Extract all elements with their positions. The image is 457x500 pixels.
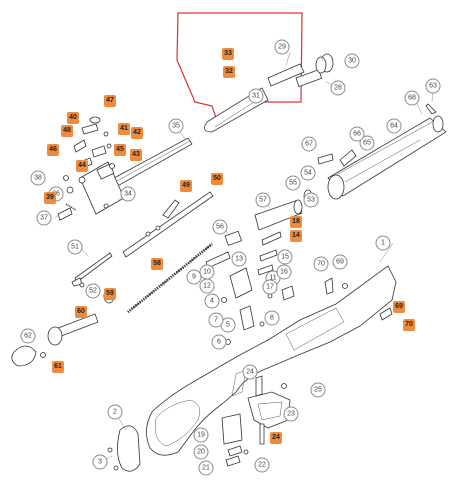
callout-69b: 69 [332, 254, 348, 270]
callout-62: 62 [20, 328, 36, 344]
callout-1: 1 [375, 235, 391, 251]
callout-42: 42 [131, 127, 143, 139]
callout-28: 28 [330, 80, 346, 96]
callout-39: 39 [44, 192, 56, 204]
callout-70b: 70 [313, 256, 329, 272]
callout-4: 4 [204, 293, 220, 309]
callout-60: 60 [75, 306, 87, 318]
callout-18: 18 [290, 216, 302, 228]
callout-64: 64 [386, 118, 402, 134]
callout-20: 20 [193, 444, 209, 460]
callout-44: 44 [76, 160, 88, 172]
callout-32: 32 [223, 66, 235, 78]
callout-6: 6 [211, 334, 227, 350]
callout-54: 54 [300, 165, 316, 181]
callout-43: 43 [130, 149, 142, 161]
callout-61: 61 [52, 361, 64, 373]
callout-3: 3 [92, 454, 108, 470]
callout-8: 8 [264, 310, 280, 326]
callout-2: 2 [107, 404, 123, 420]
main-spring [127, 242, 213, 314]
callout-68: 68 [404, 90, 420, 106]
callout-35: 35 [168, 118, 184, 134]
callout-33: 33 [222, 48, 234, 60]
callout-23: 23 [283, 406, 299, 422]
callout-24: 24 [270, 432, 282, 444]
callout-24b: 24 [242, 364, 258, 380]
callout-12: 12 [199, 278, 215, 294]
callout-55: 55 [285, 175, 301, 191]
butt-pad [107, 425, 141, 472]
trigger-assembly [57, 116, 125, 221]
callout-19: 19 [193, 427, 209, 443]
callout-48: 48 [61, 125, 73, 137]
callout-46: 46 [47, 144, 59, 156]
callout-10: 10 [199, 264, 215, 280]
callout-53: 53 [303, 192, 319, 208]
callout-57: 57 [255, 192, 271, 208]
callout-30: 30 [344, 53, 360, 69]
spring-guide [71, 252, 113, 287]
callout-49: 49 [180, 180, 192, 192]
callout-65: 65 [359, 135, 375, 151]
callout-15: 15 [277, 249, 293, 265]
cocking-lever [122, 191, 214, 258]
callout-31: 31 [248, 88, 264, 104]
callout-13: 13 [231, 251, 247, 267]
callout-34: 34 [120, 186, 136, 202]
callout-37: 37 [36, 210, 52, 226]
callout-41: 41 [118, 123, 130, 135]
callout-50: 50 [211, 173, 223, 185]
callout-45: 45 [114, 144, 126, 156]
callout-66: 66 [349, 126, 365, 142]
callout-70: 70 [403, 319, 415, 331]
silencer-parts [267, 53, 334, 87]
callout-21: 21 [198, 460, 214, 476]
callout-52: 52 [85, 283, 101, 299]
callout-59: 59 [104, 288, 116, 300]
callout-14: 14 [290, 230, 302, 242]
callout-25: 25 [310, 382, 326, 398]
callout-16: 16 [276, 264, 292, 280]
callout-7: 7 [208, 312, 224, 328]
callout-22: 22 [254, 457, 270, 473]
callout-29: 29 [274, 39, 290, 55]
rear-plug [11, 313, 99, 367]
receiver-tube [327, 115, 447, 200]
trigger-mechanism [205, 231, 393, 345]
trigger-guard [247, 375, 291, 429]
callout-58: 58 [151, 258, 163, 270]
callout-47: 47 [104, 95, 116, 107]
callout-38: 38 [30, 170, 46, 186]
piston-sleeve [254, 199, 303, 231]
callout-63: 63 [425, 78, 441, 94]
callout-56: 56 [212, 219, 228, 235]
callout-17: 17 [262, 279, 278, 295]
callout-67: 67 [301, 136, 317, 152]
callout-40: 40 [67, 112, 79, 124]
grip-screws [221, 413, 265, 467]
callout-51: 51 [67, 239, 83, 255]
callout-69: 69 [393, 301, 405, 313]
